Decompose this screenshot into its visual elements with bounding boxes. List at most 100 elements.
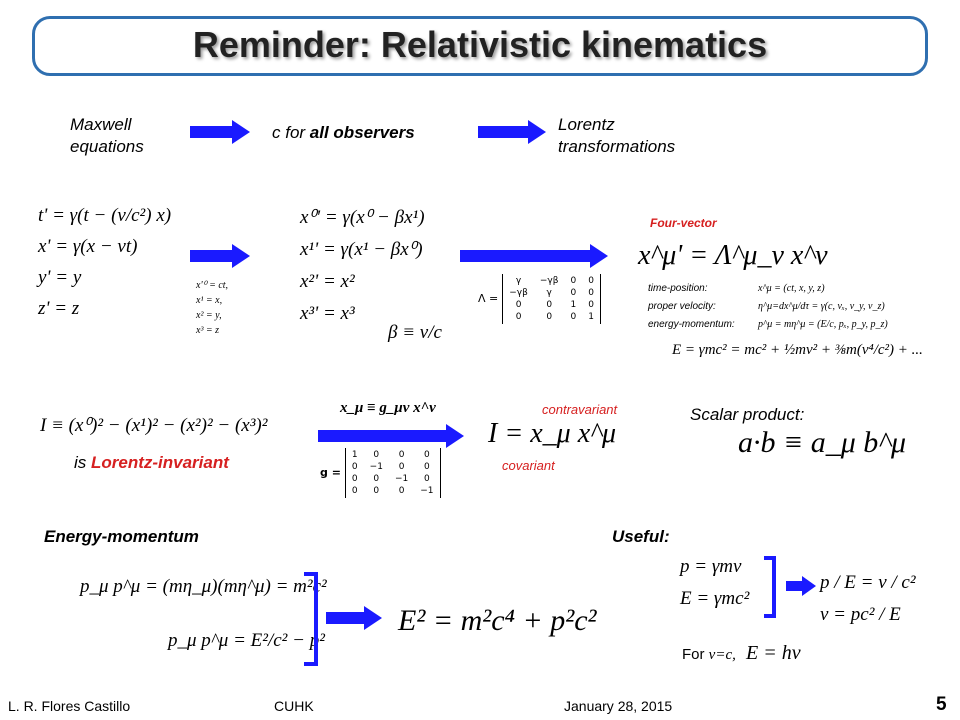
energy-momentum-label: Energy-momentum — [44, 527, 199, 546]
lorentz-invariant-text: Lorentz-invariant — [91, 453, 229, 472]
useful-eq-1: p = γmv — [680, 556, 742, 577]
useful-eq-2: E = γmc² — [680, 588, 750, 609]
scalar-product-eq: a·b ≡ a_μ b^μ — [738, 426, 907, 459]
lorentz-line-2: transformations — [558, 137, 676, 156]
four-lorentz-equations: x⁰' = γ(x⁰ − βx¹) x¹' = γ(x¹ − βx⁰) x²' … — [300, 202, 425, 330]
arrow-icon — [478, 120, 546, 144]
g-label: g = — [320, 466, 341, 479]
def-3: x³ = z — [196, 325, 220, 336]
row-name: time-position: — [648, 283, 708, 294]
def-1: x¹ = x, — [196, 295, 223, 306]
matrix-cell: 0 — [588, 276, 594, 286]
brace-icon — [302, 572, 324, 671]
matrix-cell: 0 — [373, 474, 380, 484]
matrix-cell: 0 — [588, 288, 594, 298]
matrix-cell: 0 — [423, 462, 430, 472]
maxwell-line-2: equations — [70, 137, 144, 156]
title-frame — [32, 16, 928, 76]
arrow-icon — [318, 424, 464, 448]
lorentz-label: Lorentz transformations — [558, 114, 675, 158]
invariant-contract: I = x_μ x^μ — [488, 418, 616, 449]
matrix-cell: 0 — [423, 474, 430, 484]
invariant-eq: I ≡ (x⁰)² − (x¹)² − (x²)² − (x³)² — [40, 415, 268, 436]
row-value: p^μ = mη^μ = (E/c, pₓ, p_y, p_z) — [758, 319, 888, 330]
lorentz-line-1: Lorentz — [558, 115, 615, 134]
eq-x1: x¹' = γ(x¹ − βx⁰) — [300, 239, 423, 260]
matrix-cell: 0 — [351, 462, 358, 472]
four-vector-label: Four-vector — [650, 216, 717, 230]
footer-org: CUHK — [274, 698, 314, 714]
eq-t: t' = γ(t − (v/c²) x) — [38, 205, 172, 226]
matrix-cell: 0 — [398, 462, 405, 472]
for-math: v=c, — [708, 647, 736, 663]
c-bold: all observers — [309, 123, 415, 142]
matrix-cell: −1 — [369, 462, 383, 472]
eq-z: z' = z — [38, 298, 80, 319]
c-all-observers: c for all observers — [272, 122, 415, 144]
photon-energy: E = hν — [746, 642, 801, 664]
matrix-cell: 0 — [423, 450, 430, 460]
eq-x2: x²' = x² — [300, 271, 355, 292]
invariant-statement: is Lorentz-invariant — [74, 452, 229, 474]
eq-x0: x⁰' = γ(x⁰ − βx¹) — [300, 207, 425, 228]
def-2: x² = y, — [196, 310, 222, 321]
footer-date: January 28, 2015 — [564, 698, 673, 714]
matrix-cell: −γβ — [509, 288, 528, 298]
scalar-product-label: Scalar product: — [690, 405, 805, 424]
matrix-cell: 0 — [398, 486, 405, 496]
def-0: x'⁰ = ct, — [196, 280, 229, 291]
matrix-cell: 0 — [373, 450, 380, 460]
matrix-cell: 0 — [588, 300, 594, 310]
matrix-cell: 0 — [515, 312, 522, 322]
brace-icon — [762, 556, 782, 623]
matrix-cell: 0 — [351, 474, 358, 484]
photon-note: For v=c, E = hν — [682, 642, 801, 665]
useful-result-1: p / E = v / c² — [820, 572, 916, 593]
maxwell-label: Maxwell equations — [70, 114, 144, 158]
covariant-label: covariant — [502, 458, 555, 473]
matrix-cell: −γβ — [539, 276, 559, 286]
metric-table: 1 0 0 0 0 −1 0 0 0 0 −1 0 0 0 0 −1 — [346, 449, 440, 497]
useful-result-2: v = pc² / E — [820, 604, 901, 625]
energy-expansion: E = γmc² = mc² + ½mv² + ⅜m(v⁴/c²) + ... — [672, 342, 923, 358]
matrix-cell: 0 — [373, 486, 380, 496]
four-vector-eq: x^μ' = Λ^μ_ν x^ν — [638, 240, 828, 271]
arrow-icon — [190, 120, 250, 144]
em-eq-1: p_μ p^μ = (mη_μ)(mη^μ) = m²c² — [80, 576, 327, 597]
matrix-cell: 0 — [570, 312, 577, 322]
row-value: η^μ=dx^μ/dτ = γ(c, vₓ, v_y, v_z) — [758, 301, 885, 312]
coord-defs: x'⁰ = ct, x¹ = x, x² = y, x³ = z — [196, 278, 228, 338]
matrix-cell: 1 — [351, 450, 358, 460]
matrix-cell: −1 — [394, 474, 409, 484]
beta-def: β ≡ v/c — [388, 322, 442, 343]
em-eq-2: p_μ p^μ = E²/c² − p² — [168, 630, 325, 651]
page-number: 5 — [936, 694, 947, 715]
metric-matrix: g = 1 0 0 0 0 −1 0 0 0 0 −1 0 0 0 0 −1 — [320, 448, 441, 498]
contravariant-label: contravariant — [542, 402, 618, 417]
lower-index-def: x_μ ≡ g_μν x^ν — [340, 400, 436, 416]
useful-label: Useful: — [612, 527, 670, 546]
eq-y: y' = y — [38, 267, 82, 288]
row-value: x^μ = (ct, x, y, z) — [758, 283, 825, 294]
arrow-icon — [190, 244, 250, 268]
matrix-cell: −1 — [420, 486, 434, 496]
matrix-cell: 0 — [515, 300, 522, 310]
for-text: For — [682, 646, 709, 663]
matrix-cell: 0 — [398, 450, 405, 460]
matrix-cell: 0 — [546, 312, 553, 322]
lorentz-equations: t' = γ(t − (v/c²) x) x' = γ(x − vt) y' =… — [38, 200, 171, 324]
arrow-icon — [326, 606, 382, 630]
matrix-cell: 0 — [351, 486, 358, 496]
four-vector-table: time-position:x^μ = (ct, x, y, z) proper… — [648, 280, 888, 334]
maxwell-line-1: Maxwell — [70, 115, 132, 134]
matrix-cell: 1 — [588, 312, 594, 322]
eq-x: x' = γ(x − vt) — [38, 236, 138, 257]
energy-momentum-relation: E² = m²c⁴ + p²c² — [398, 604, 597, 637]
slide-title: Reminder: Relativistic kinematics — [192, 24, 768, 65]
is-prefix: is — [74, 453, 91, 472]
matrix-cell: γ — [515, 276, 522, 286]
c-prefix: c for — [272, 123, 310, 142]
matrix-cell: 0 — [570, 276, 577, 286]
